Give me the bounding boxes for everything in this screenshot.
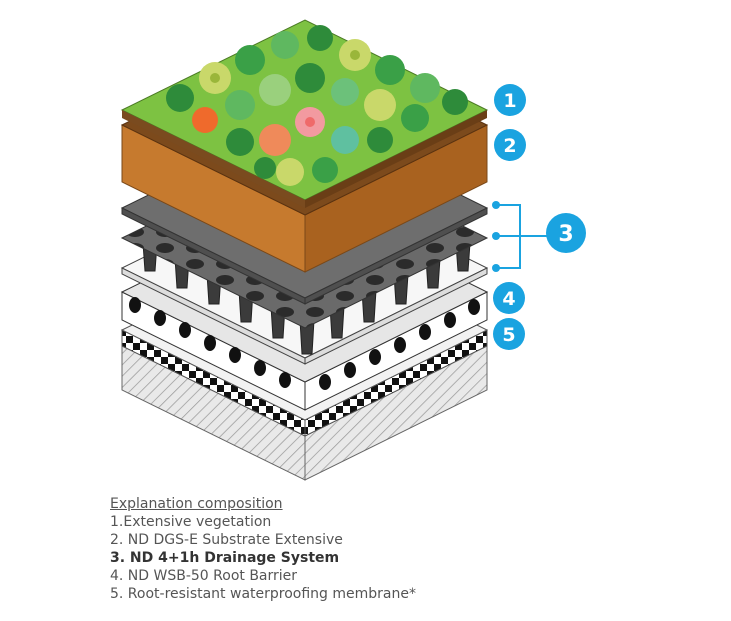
badge-4-number: 4 [502, 288, 515, 310]
layer-vegetation [120, 19, 489, 208]
badge-3-number: 3 [558, 222, 573, 247]
legend-item-substrate: 2. ND DGS-E Substrate Extensive [110, 532, 343, 548]
callout-badge-1: 1 [494, 84, 526, 116]
badge-2-number: 2 [503, 135, 516, 157]
callout-badge-2: 2 [494, 129, 526, 161]
callout-badge-4: 4 [493, 282, 525, 314]
legend-item-drainage-system: 3. ND 4+1h Drainage System [110, 550, 340, 566]
callout-badge-3: 3 [546, 213, 586, 253]
callout-bracket-3 [492, 201, 548, 272]
green-roof-layer-diagram: 1 2 3 4 5 [120, 19, 586, 481]
legend-item-vegetation: 1.Extensive vegetation [110, 514, 272, 530]
badge-5-number: 5 [502, 324, 515, 346]
legend-item-root-barrier: 4. ND WSB-50 Root Barrier [110, 568, 298, 584]
legend-heading: Explanation composition [110, 496, 283, 512]
legend: Explanation composition 1.Extensive vege… [110, 495, 530, 603]
legend-item-waterproofing: 5. Root-resistant waterproofing membrane… [110, 586, 416, 602]
callout-badge-5: 5 [493, 318, 525, 350]
badge-1-number: 1 [503, 90, 516, 112]
